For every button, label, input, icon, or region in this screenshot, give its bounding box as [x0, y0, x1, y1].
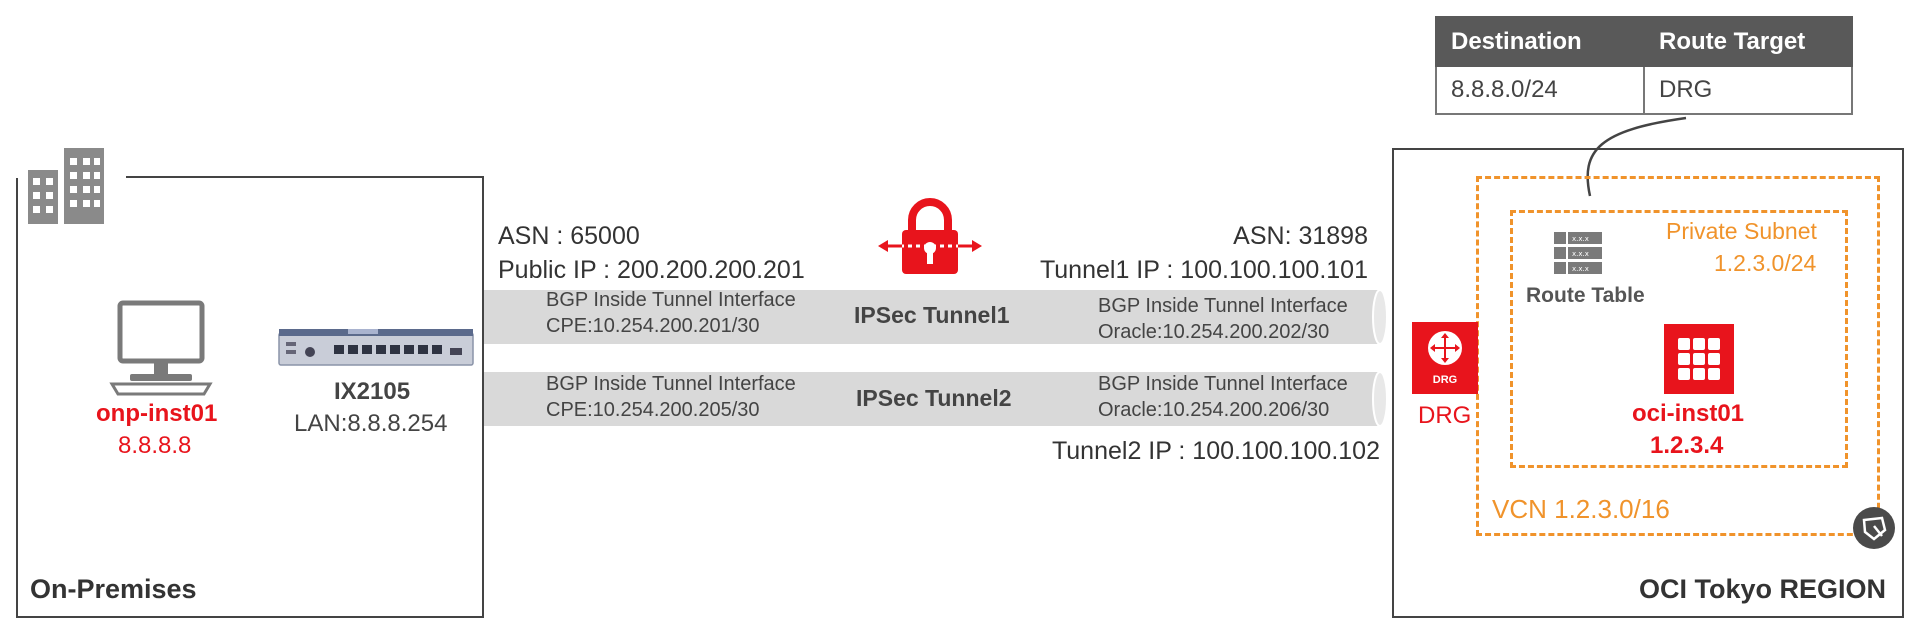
tunnel1-right-line1: BGP Inside Tunnel Interface [1098, 295, 1348, 317]
onprem-instance-ip: 8.8.8.8 [118, 432, 192, 459]
computer-icon [109, 300, 213, 396]
tunnel2-title: IPSec Tunnel2 [856, 385, 1012, 411]
tunnel2-left-line2: CPE:10.254.200.205/30 [546, 399, 760, 421]
tunnel2-right-line1: BGP Inside Tunnel Interface [1098, 373, 1348, 395]
oracle-tunnel2-ip: Tunnel2 IP : 100.100.100.102 [1051, 437, 1380, 465]
oci-instance-ip: 1.2.3.4 [1650, 432, 1724, 459]
building-icon [28, 148, 104, 224]
drg-label: DRG [1418, 402, 1472, 429]
route-table-header-target: Route Target [1643, 16, 1853, 67]
private-subnet-boundary [1510, 210, 1848, 468]
onprem-label: On-Premises [30, 574, 197, 604]
onprem-asn: ASN : 65000 [498, 222, 640, 250]
route-target-cell: DRG [1643, 65, 1853, 115]
vcn-label: VCN 1.2.3.0/16 [1492, 494, 1670, 524]
gateway-icon [1853, 507, 1895, 549]
route-table-header-destination: Destination [1435, 16, 1645, 67]
tunnel2-left-line1: BGP Inside Tunnel Interface [546, 373, 796, 395]
svg-text:x.x.x: x.x.x [1572, 265, 1589, 273]
tunnel1-pipe [484, 289, 1388, 345]
route-table-icon: x.x.x x.x.x x.x.x [1554, 232, 1602, 274]
subnet-cidr: 1.2.3.0/24 [1714, 250, 1817, 276]
onprem-public-ip: Public IP : 200.200.200.201 [498, 256, 805, 284]
router-lan-ip: LAN:8.8.8.254 [294, 410, 448, 437]
lock-icon [878, 198, 982, 274]
oci-region-label: OCI Tokyo REGION [1638, 574, 1886, 604]
route-table-label: Route Table [1526, 284, 1645, 307]
table-row: 8.8.8.0/24 DRG [1435, 65, 1853, 115]
router-name: IX2105 [334, 378, 411, 405]
subnet-label: Private Subnet [1666, 218, 1817, 244]
drg-icon-text: DRG [1432, 374, 1458, 386]
tunnel2-pipe [484, 371, 1388, 427]
svg-text:x.x.x: x.x.x [1572, 235, 1589, 243]
tunnel2-right-line2: Oracle:10.254.200.206/30 [1098, 399, 1330, 421]
onprem-border-top [126, 176, 484, 178]
drg-icon: DRG [1412, 322, 1478, 394]
tunnel1-left-line2: CPE:10.254.200.201/30 [546, 315, 760, 337]
tunnel1-left-line1: BGP Inside Tunnel Interface [546, 289, 796, 311]
tunnel1-title: IPSec Tunnel1 [854, 302, 1010, 328]
oracle-asn: ASN: 31898 [1233, 222, 1368, 250]
route-destination-cell: 8.8.8.0/24 [1435, 65, 1645, 115]
route-table: Destination Route Target 8.8.8.0/24 DRG [1435, 16, 1853, 115]
onprem-region [16, 178, 484, 618]
svg-text:x.x.x: x.x.x [1572, 250, 1589, 258]
tunnel1-right-line2: Oracle:10.254.200.202/30 [1098, 321, 1330, 343]
oracle-tunnel1-ip: Tunnel1 IP : 100.100.100.101 [1039, 256, 1368, 284]
oci-instance-name: oci-inst01 [1632, 400, 1745, 427]
router-device-icon [278, 329, 474, 366]
oci-region [1392, 148, 1904, 618]
onprem-instance-name: onp-inst01 [96, 400, 218, 427]
route-table-connector [1586, 116, 1687, 197]
oci-instance-icon [1664, 324, 1734, 394]
